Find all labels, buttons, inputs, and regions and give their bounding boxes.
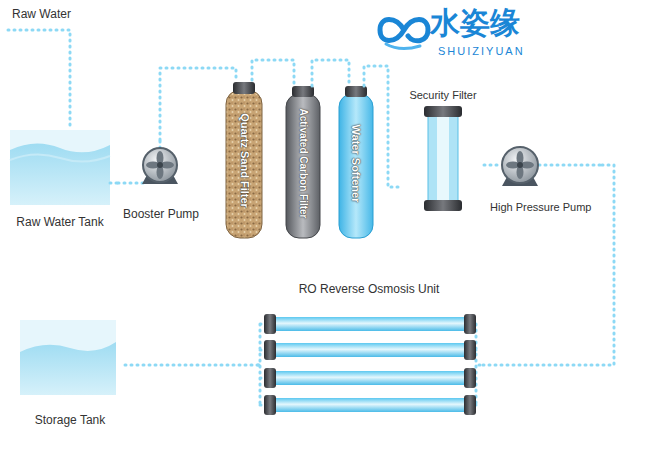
water-pipe (484, 164, 490, 167)
booster-pump: Booster Pump (118, 140, 204, 222)
water-pipe (364, 66, 402, 187)
raw-water-tank: Raw Water Tank (10, 128, 110, 230)
component-label: RO Reverse Osmosis Unit (299, 282, 440, 297)
source-label: Raw Water (12, 8, 71, 22)
water-pipe (120, 364, 258, 367)
high-pressure-pump: High Pressure Pump (490, 140, 602, 215)
storage-tank: Storage Tank (20, 318, 120, 428)
component-label: Security Filter (409, 88, 476, 103)
water-pipe (312, 60, 349, 86)
ro-unit: RO Reverse Osmosis Unit (258, 282, 480, 427)
water-pipe (110, 182, 118, 185)
component-label: Storage Tank (35, 413, 106, 428)
activated-carbon-filter: Activated Carbon Filter (284, 86, 322, 240)
security-filter: Security Filter (402, 88, 484, 213)
logo-text: 水姿缘 (430, 6, 520, 41)
water-pipe (252, 60, 294, 86)
quartz-sand-filter: Quartz Sand Filter (224, 80, 264, 240)
filter-label: Quartz Sand Filter (237, 113, 252, 208)
component-label: High Pressure Pump (490, 200, 592, 215)
water-pipe (160, 68, 236, 140)
water-pipe (480, 165, 614, 365)
filter-label: Activated Carbon Filter (296, 108, 311, 218)
water-softener: Water Softener (337, 86, 375, 240)
component-label: Booster Pump (123, 207, 199, 222)
logo-latin: SHUIZIYUAN (438, 45, 525, 58)
component-label: Raw Water Tank (16, 215, 103, 230)
filter-label: Water Softener (349, 124, 364, 202)
